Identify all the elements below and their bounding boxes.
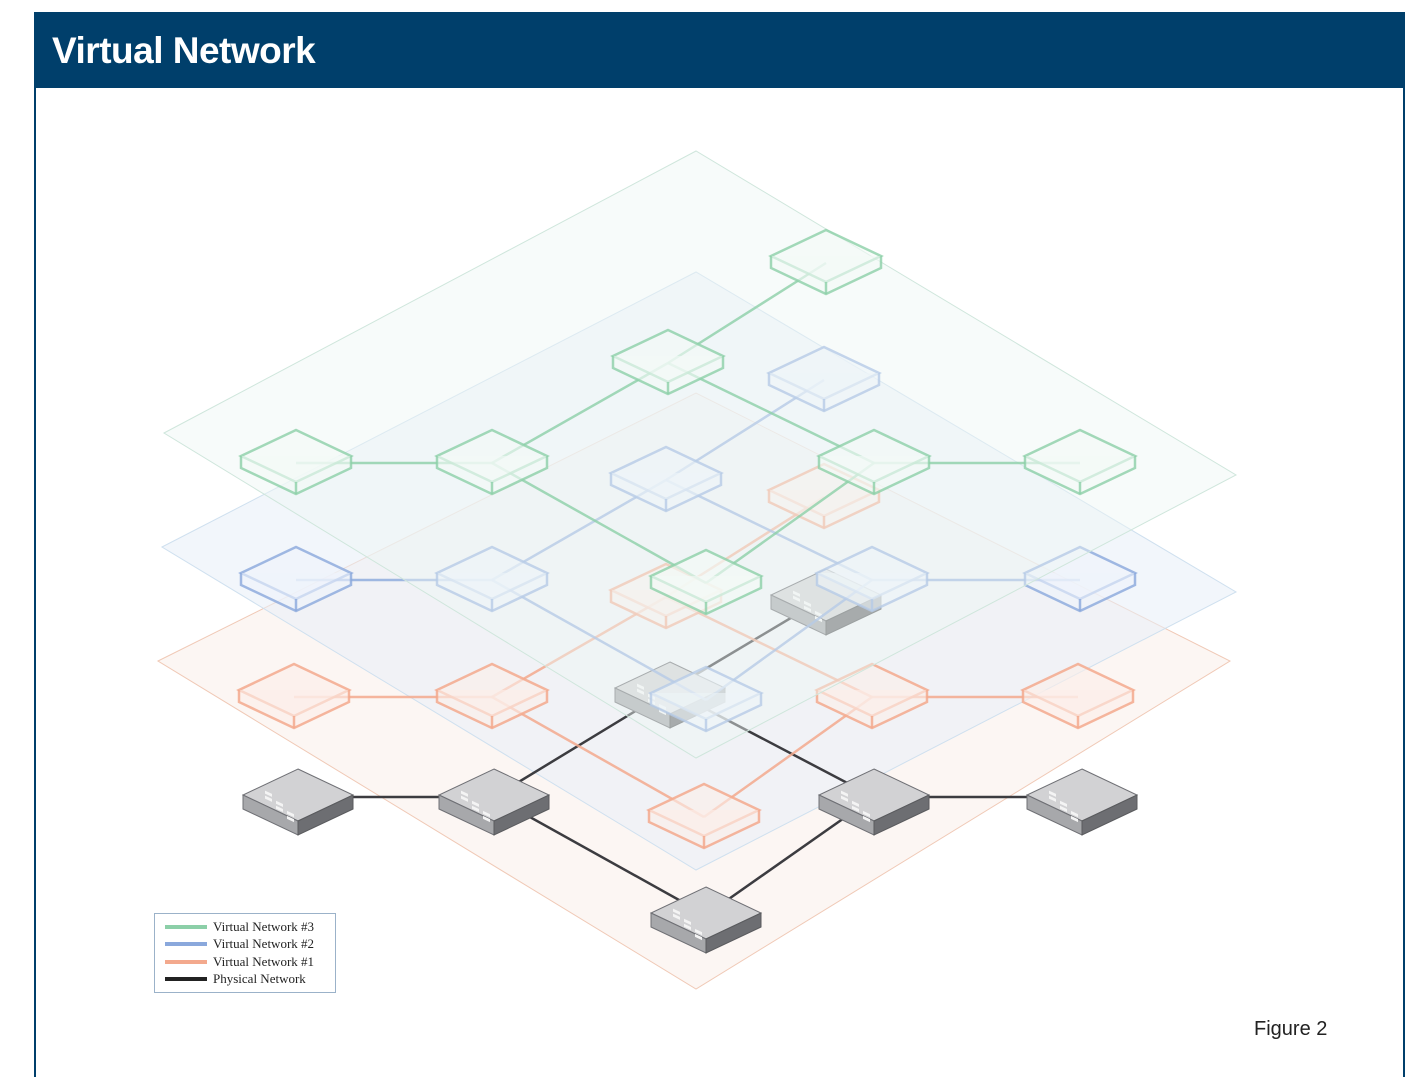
header-bar: Virtual Network [34,12,1405,88]
legend-item-vn2: Virtual Network #2 [155,935,335,952]
legend-item-vn3: Virtual Network #3 [155,918,335,935]
network-switch-icon [1026,768,1138,836]
network-switch-icon [242,768,354,836]
legend: Virtual Network #3 Virtual Network #2 Vi… [154,913,336,993]
legend-swatch [165,942,207,946]
virtual-network-2 [239,345,1137,733]
legend-label: Physical Network [213,971,306,986]
virtual-network-1 [237,462,1135,850]
virtual-network-3 [239,228,1137,616]
legend-label: Virtual Network #3 [213,919,315,934]
page-title: Virtual Network [52,30,316,71]
figure-panel [34,88,1405,1077]
legend-label: Virtual Network #1 [213,954,315,969]
legend-label: Virtual Network #2 [213,936,315,951]
legend-swatch [165,977,207,981]
figure-caption: Figure 2 [1254,1018,1328,1040]
legend-item-physical: Physical Network [155,970,335,987]
layer-plane-vn3 [162,150,1238,759]
legend-swatch [165,960,207,964]
legend-swatch [165,925,207,929]
legend-item-vn1: Virtual Network #1 [155,953,335,970]
